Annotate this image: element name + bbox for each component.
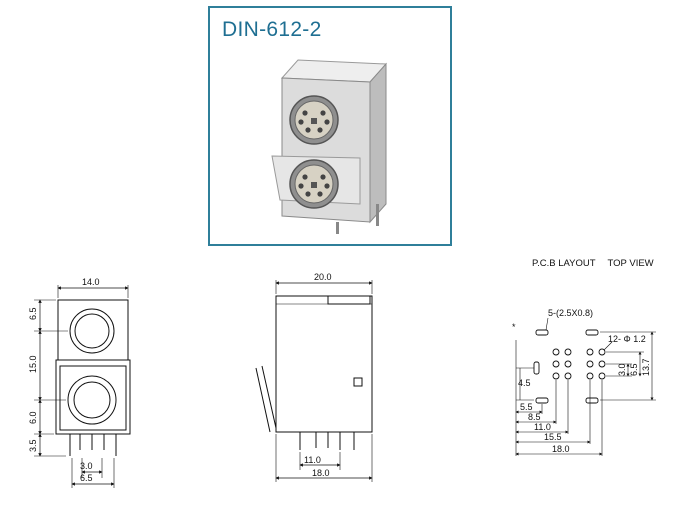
pcb-dim-5-5: 5.5 — [520, 402, 533, 412]
top-view-label: TOP VIEW — [607, 258, 654, 269]
front-width-dim: 14.0 — [82, 277, 100, 287]
front-dim-lower: 6.0 — [28, 411, 38, 424]
pcb-slot-label: 5-(2.5X0.8) — [548, 308, 593, 318]
pcb-dim-18-0: 18.0 — [552, 444, 570, 454]
pcb-layout-heading: P.C.B LAYOUT TOP VIEW — [532, 258, 654, 269]
pcb-dim-11-0: 11.0 — [534, 422, 551, 432]
connector-photo — [271, 59, 388, 234]
side-pin-span-dim: 11.0 — [304, 455, 321, 465]
product-title: DIN-612-2 — [222, 18, 322, 41]
front-dim-pin: 3.5 — [28, 439, 38, 452]
pcb-hole-label: 12- Φ 1.2 — [608, 334, 646, 344]
pcb-dim-8-5: 8.5 — [528, 412, 541, 422]
pcb-dim-4-5: 4.5 — [518, 378, 531, 388]
front-bottom-dim-2: 6.5 — [80, 473, 93, 483]
pcb-dim-13-7: 13.7 — [641, 358, 651, 376]
front-view — [34, 285, 131, 488]
product-photo-frame: DIN-612-2 — [208, 6, 452, 246]
pcb-layout — [515, 317, 656, 456]
front-bottom-dim-1: 3.0 — [80, 461, 93, 471]
pcb-layout-label: P.C.B LAYOUT — [532, 258, 596, 269]
pcb-dim-3-0: 3.0 — [617, 363, 627, 376]
side-width-dim: 20.0 — [314, 272, 332, 282]
pcb-dim-15-5: 15.5 — [544, 432, 562, 442]
side-total-dim: 18.0 — [312, 468, 330, 478]
front-dim-middle: 15.0 — [28, 355, 38, 373]
front-dim-upper: 6.5 — [28, 307, 38, 320]
side-view — [255, 280, 373, 482]
pcb-dim-6-5: 6.5 — [629, 363, 639, 376]
pcb-star-mark: * — [512, 322, 516, 332]
